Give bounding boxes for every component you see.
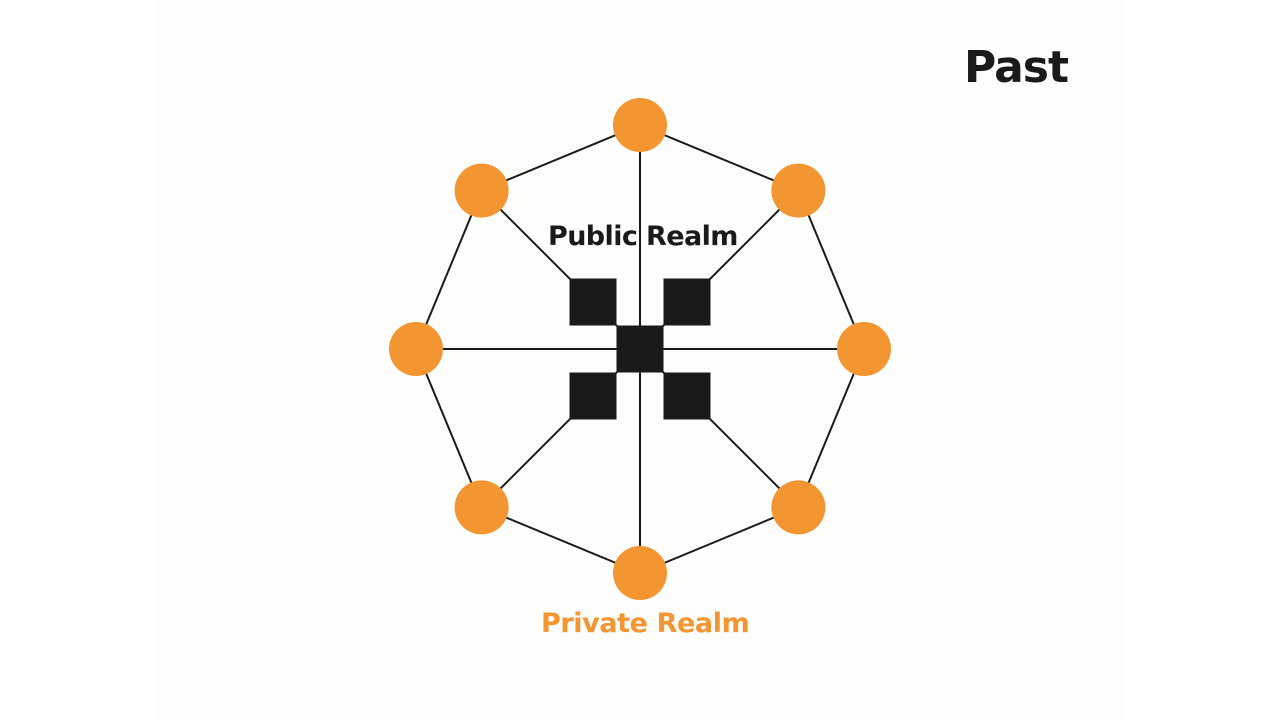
ring-edge xyxy=(415,348,483,508)
ring-edge xyxy=(415,190,483,350)
ring-edge xyxy=(481,124,641,192)
private-node xyxy=(771,163,826,218)
private-realm-nodes xyxy=(389,98,891,600)
public-realm-label: Public Realm xyxy=(548,221,738,252)
public-block xyxy=(569,278,617,326)
private-realm-label: Private Realm xyxy=(541,608,750,639)
private-node xyxy=(454,163,509,218)
private-node xyxy=(837,322,891,376)
private-node xyxy=(389,322,443,376)
private-node xyxy=(454,480,509,535)
ring-edge xyxy=(639,124,799,192)
ring-edge xyxy=(481,506,641,574)
central-blocks xyxy=(569,278,711,420)
private-node xyxy=(613,546,667,600)
public-block xyxy=(616,325,664,373)
public-block xyxy=(569,372,617,420)
ring-edge xyxy=(797,190,865,350)
slide-title: Past xyxy=(964,42,1069,93)
public-block xyxy=(663,372,711,420)
private-node xyxy=(613,98,667,152)
ring-edge xyxy=(639,506,799,574)
ring-edge xyxy=(797,348,865,508)
public-block xyxy=(663,278,711,326)
private-node xyxy=(771,480,826,535)
